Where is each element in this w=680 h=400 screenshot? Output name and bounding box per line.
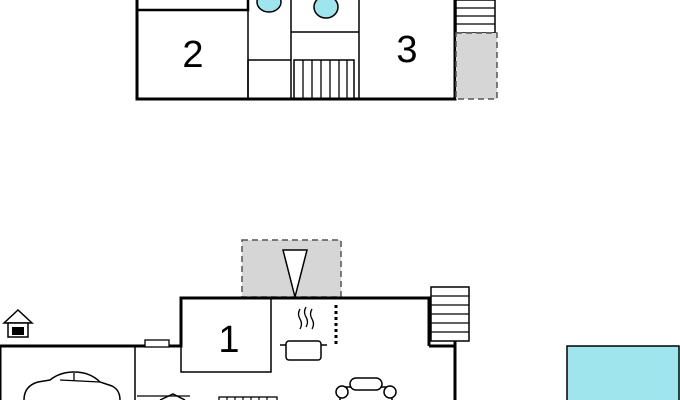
car-icon [23,371,121,400]
staircase-icon [293,59,355,100]
room-1-wall [180,298,272,373]
window-icon [144,339,170,348]
room-1-label: 1 [218,319,239,361]
balcony-area [455,32,498,100]
room-3-label: 3 [396,29,417,71]
exterior-staircase-icon [455,0,496,34]
swimming-pool [566,345,680,400]
exterior-staircase-icon [430,286,470,342]
barbecue-house-icon [2,308,34,338]
room-2-wall [137,0,250,12]
cooking-pot-icon [280,306,327,361]
ground-floor: 1 [0,239,470,400]
room-2-label: 2 [182,34,203,76]
washbasin-icon [313,0,339,19]
door-marker [159,393,186,400]
entrance-arrow-icon [282,249,308,298]
washbasin-icon [256,0,282,13]
sofa-icon [335,377,397,400]
upper-floor: 2 3 [135,0,498,101]
